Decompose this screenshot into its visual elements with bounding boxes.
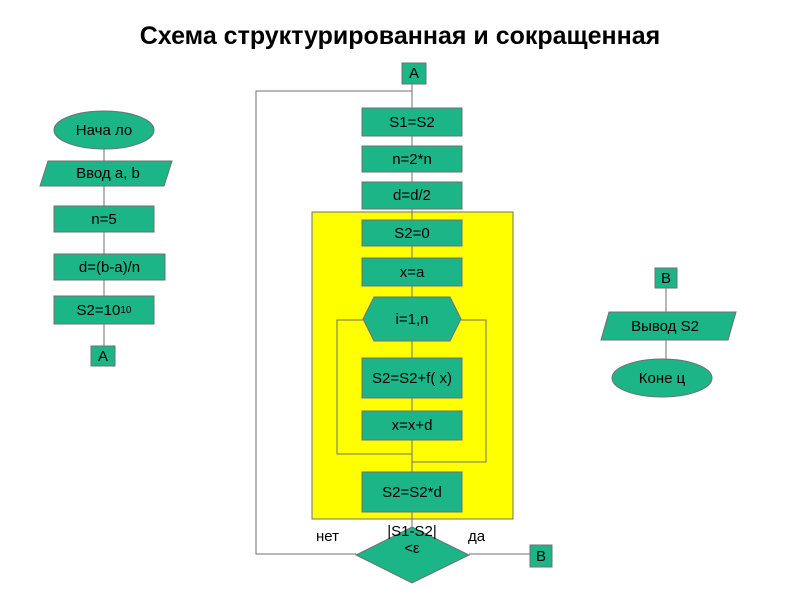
x-step-label: x=x+d — [391, 417, 433, 434]
input-parallelogram — [39, 160, 173, 187]
s2-mult-label: S2=S2*d — [382, 483, 442, 501]
s2-accum-label: S2=S2+f( x) — [371, 369, 453, 387]
d-init-label: d=(b-a)/n — [78, 258, 141, 276]
no-label: нет — [316, 528, 339, 545]
connector-a-left-label: A — [97, 347, 108, 365]
n-init-label: n=5 — [91, 210, 117, 228]
s1-assign-box — [361, 107, 463, 137]
decision-diamond — [354, 526, 471, 584]
s2-zero-label: S2=0 — [394, 224, 430, 242]
x-step-box — [361, 410, 463, 441]
s2-mult-box — [361, 471, 463, 513]
start-label: Нача ло — [75, 121, 133, 139]
main-connectors — [255, 84, 530, 555]
connector-b-right-label: B — [660, 269, 671, 287]
decision-label: |S1-S2|<ε — [387, 523, 437, 557]
s2-accum-box — [361, 357, 463, 399]
yes-label: да — [468, 528, 486, 545]
s2-zero-box — [361, 219, 463, 247]
end-terminal — [611, 358, 713, 398]
output-parallelogram — [600, 311, 737, 341]
input-label: Ввод a, b — [76, 165, 140, 182]
s1-assign-label: S1=S2 — [389, 113, 435, 131]
n-double-label: n=2*n — [392, 150, 432, 168]
loop-hexagon — [362, 296, 462, 342]
start-terminal — [53, 110, 155, 150]
connector-b-right — [654, 267, 678, 289]
d-half-box — [361, 181, 463, 210]
s2-init-exp: 10 — [120, 304, 132, 316]
loop-label: i=1,n — [395, 310, 429, 328]
n-init-box — [53, 205, 155, 233]
d-init-box — [53, 253, 166, 281]
s2-init-box — [53, 295, 155, 325]
connector-b-main — [529, 544, 553, 568]
output-label: Вывод S2 — [631, 317, 699, 335]
connector-a-left — [90, 345, 116, 367]
d-half-label: d=d/2 — [393, 187, 431, 204]
s2-init-base: S2=10 — [76, 301, 121, 319]
connector-a-top-label: A — [408, 65, 419, 82]
connector-b-main-label: B — [535, 547, 546, 565]
connector-a-top — [401, 62, 427, 85]
n-double-box — [361, 145, 463, 173]
end-label: Коне ц — [638, 369, 686, 387]
page-title: Схема структурированная и сокращенная — [139, 22, 661, 50]
x-assign-box — [361, 257, 463, 287]
x-assign-label: x=a — [399, 263, 425, 281]
